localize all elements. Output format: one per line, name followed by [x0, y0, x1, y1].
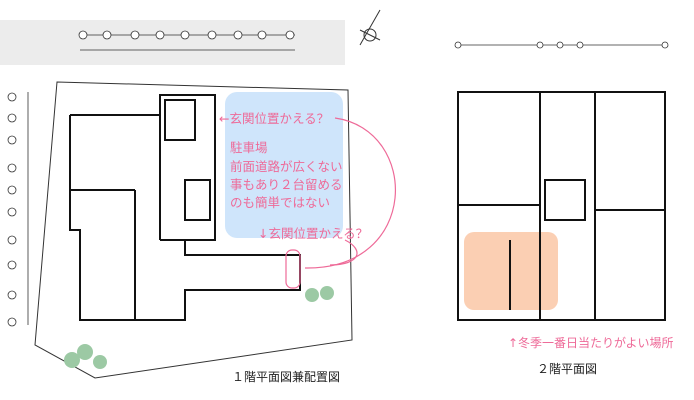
- entrance-note-top: ←玄関位置かえる？: [219, 111, 330, 126]
- floor2-caption: ２階平面図: [537, 362, 598, 376]
- arrow-curve: [304, 117, 396, 269]
- north-arrow-icon: [359, 9, 381, 46]
- entrance-note-bottom: ↓玄関位置かえる？: [258, 226, 369, 241]
- site-boundary: [34, 81, 353, 379]
- parking-title: 駐車場: [230, 140, 268, 155]
- parking-zone: [225, 92, 343, 238]
- trees: [64, 286, 334, 369]
- entrance-highlight: [285, 249, 301, 289]
- grid-bubbles-top: [78, 30, 295, 51]
- parking-note-line2: 事もあり２台留める: [230, 177, 343, 192]
- road: [0, 20, 345, 65]
- floor2-walls: [457, 91, 666, 321]
- arrow-curve-2: [329, 239, 358, 266]
- grid-bubbles-left: [7, 92, 29, 327]
- parking-note-line3: のも簡単ではない: [230, 195, 331, 210]
- grid-bubbles-top-2f: [454, 41, 669, 49]
- sunny-spot-note: ↑冬季一番日当たりがよい場所: [508, 336, 674, 350]
- parking-note-line1: 前面道路が広くない: [230, 159, 343, 174]
- floor1-caption: １階平面図兼配置図: [232, 370, 341, 384]
